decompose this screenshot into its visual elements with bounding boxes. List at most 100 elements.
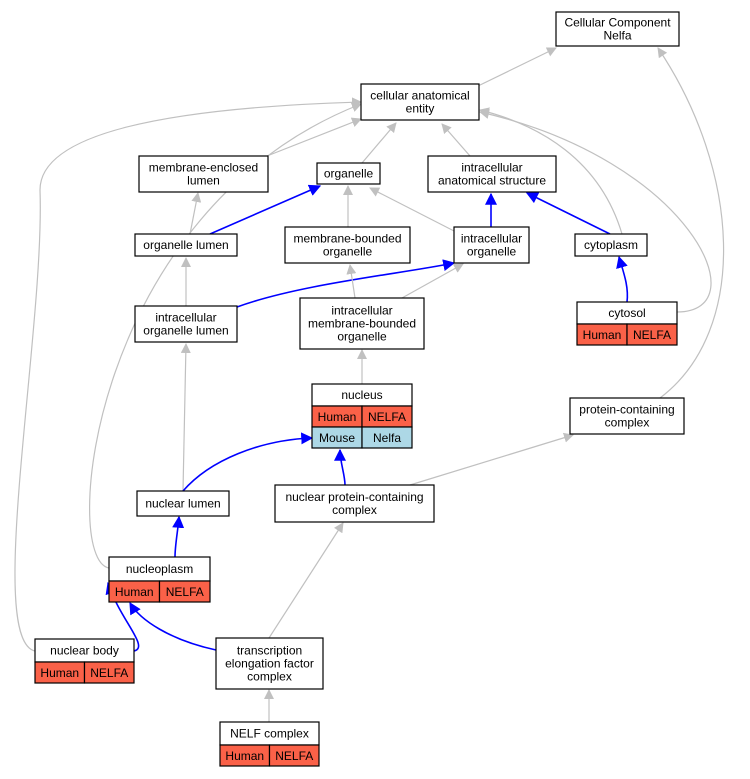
annotation-species-label: Human	[583, 328, 622, 342]
node-label-line: organelle lumen	[143, 324, 228, 338]
node-label-line: membrane-enclosed	[149, 161, 258, 175]
node-label-line: Nelfa	[603, 29, 631, 43]
node-box	[316, 162, 381, 185]
annotation-gene-label: NELFA	[368, 410, 406, 424]
node-box	[274, 484, 435, 523]
node-cyto[interactable]: cytoplasm	[574, 233, 648, 257]
node-label-line: membrane-bounded	[308, 317, 416, 331]
node-label-line: protein-containing	[579, 403, 674, 417]
node-label-line: NELF complex	[230, 727, 309, 741]
edge-ias-to-cae	[441, 123, 471, 157]
node-box	[136, 490, 230, 517]
edge-cytosol-to-cae	[479, 109, 712, 313]
node-label-line: Cellular Component	[564, 16, 671, 30]
annotation-species-label: Human	[40, 666, 79, 680]
annotation-gene-label: NELFA	[633, 328, 671, 342]
annotation-species-label: Human	[318, 410, 357, 424]
node-label-line: organelle lumen	[143, 238, 228, 252]
edge-org-to-cae	[361, 122, 397, 164]
annotation-gene-label: NELFA	[275, 749, 313, 763]
node-box	[574, 233, 648, 257]
node-label-line: complex	[332, 503, 377, 517]
node-box	[360, 83, 480, 121]
edge-nb-to-cae	[14, 97, 362, 652]
node-nl[interactable]: nuclear lumen	[136, 490, 230, 517]
node-box	[569, 397, 685, 435]
node-label-line: complex	[605, 416, 650, 430]
edge-npcc-to-nucleus	[334, 448, 347, 486]
edges	[14, 47, 725, 722]
edge-imbo-to-io	[401, 263, 464, 299]
edge-np-to-nl	[172, 515, 185, 558]
node-label-line: intracellular	[461, 161, 522, 175]
node-label-line: cytosol	[608, 306, 645, 320]
edge-tefc-to-npcc	[268, 522, 344, 639]
edge-ol-to-mel	[189, 192, 202, 235]
annotation-gene-cell	[158, 580, 211, 603]
edge-cyto-to-cae	[479, 107, 623, 235]
annotation-gene-cell	[626, 323, 678, 346]
annotation-species-label: Human	[115, 585, 154, 599]
edge-imbo-to-mbo	[346, 264, 357, 299]
node-box	[453, 226, 530, 264]
annotation-species-label: Human	[225, 749, 264, 763]
node-label-line: anatomical structure	[438, 174, 546, 188]
node-box	[555, 11, 680, 47]
node-label-line: nuclear lumen	[145, 497, 220, 511]
node-label-line: lumen	[187, 174, 220, 188]
edge-nl-to-iol	[180, 343, 191, 492]
node-label-line: membrane-bounded	[293, 232, 401, 246]
edge-mel-to-cae	[266, 117, 362, 157]
node-label-line: cytoplasm	[584, 238, 638, 252]
node-label-line: intracellular	[461, 232, 522, 246]
node-label-line: nuclear body	[50, 644, 119, 658]
node-box	[284, 226, 411, 264]
node-label-line: nucleoplasm	[126, 562, 193, 576]
annotation-gene-label: Nelfa	[373, 431, 401, 445]
annotation-species-label: Mouse	[319, 431, 355, 445]
annotation-gene-label: NELFA	[166, 585, 204, 599]
node-label-line: cellular anatomical	[370, 89, 469, 103]
edge-cae-to-root	[477, 47, 557, 87]
node-box	[299, 297, 425, 350]
node-label-line: organelle	[467, 245, 517, 259]
annotation-gene-cell	[83, 661, 135, 684]
node-label-line: nucleus	[341, 388, 382, 402]
node-label-line: organelle	[323, 245, 373, 259]
node-box	[138, 155, 269, 193]
node-box	[134, 233, 238, 257]
node-box	[134, 305, 238, 343]
node-label-line: organelle	[337, 330, 387, 344]
node-ol[interactable]: organelle lumen	[134, 233, 238, 257]
edge-io-to-org	[369, 187, 457, 233]
node-box	[215, 637, 324, 690]
annotation-gene-cell	[361, 426, 413, 449]
edge-ol-to-org	[209, 184, 322, 235]
node-label-line: transcription	[237, 644, 302, 658]
node-label-line: complex	[247, 670, 292, 684]
annotation-gene-cell	[268, 744, 320, 767]
node-org[interactable]: organelle	[316, 162, 381, 185]
node-label-line: intracellular	[331, 304, 392, 318]
edge-tefc-to-np	[129, 601, 217, 651]
node-box	[108, 556, 211, 582]
edge-cytosol-to-cyto	[616, 255, 629, 303]
